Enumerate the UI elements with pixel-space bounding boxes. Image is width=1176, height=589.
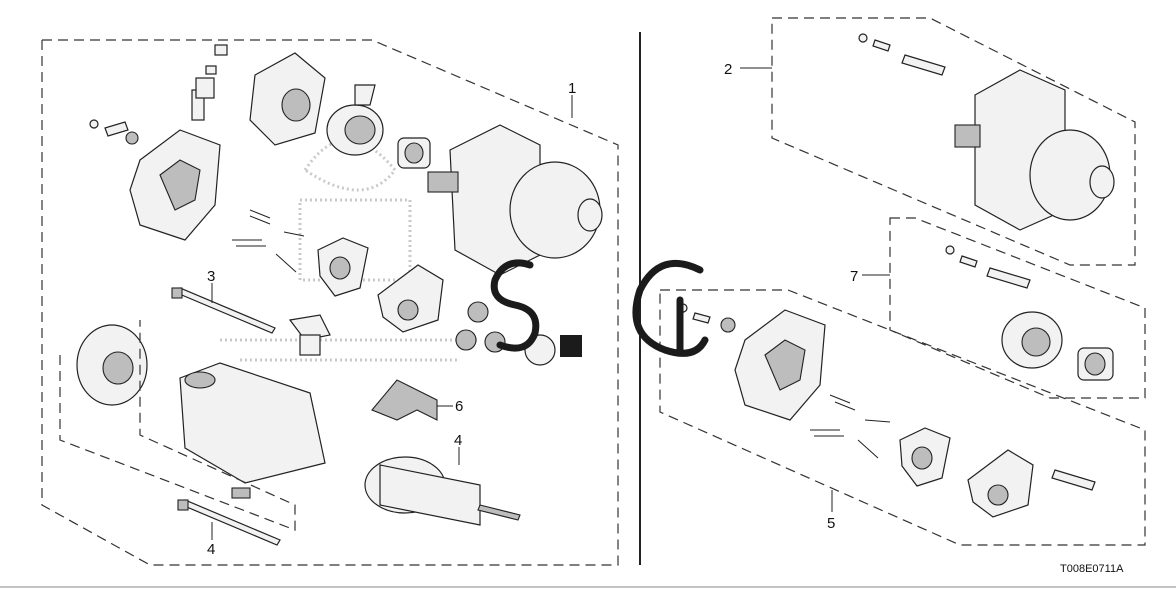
through-bolt-icon [171,287,276,334]
brush-holder-icon [89,44,228,241]
brush-holder-set-icon [678,303,1096,518]
sub-boundary-left [59,320,296,531]
assembly-boundary-1 [41,39,619,566]
clip-icon [231,487,251,499]
figure-code: T008E0711A [1060,563,1124,575]
terminal-bracket-icon [288,314,331,356]
callout-5: 5 [827,515,835,532]
insulator-icon [371,379,438,421]
callout-7: 7 [850,268,858,285]
front-housing-icon [76,324,148,406]
rear-cover-icon [249,52,326,146]
callout-6: 6 [455,398,463,415]
assembly-boundary-2 [771,17,1136,266]
planetary-gears-icon [455,301,556,366]
through-bolt-lower-icon [177,499,281,546]
callout-3-top: 3 [207,268,215,285]
callout-1: 1 [568,80,576,97]
brush-plate-icon [317,237,444,333]
armature-icon [364,456,521,526]
assembly-boundary-5 [659,289,1146,546]
solenoid-parts-icon [945,245,1114,381]
brush-springs-icon [232,209,305,273]
callout-4: 4 [454,432,462,449]
overrunning-clutch-icon [326,84,384,156]
callout-3-bottom: 4 [207,541,215,558]
callout-2: 2 [724,61,732,78]
overlay-logo-mark [490,259,709,357]
assembly-boundary-7 [889,217,1146,399]
field-coil-icon [179,362,326,484]
pinion-gear-icon [397,137,431,169]
starter-motor-icon [427,124,603,276]
starter-motor-complete-icon [858,33,1115,231]
